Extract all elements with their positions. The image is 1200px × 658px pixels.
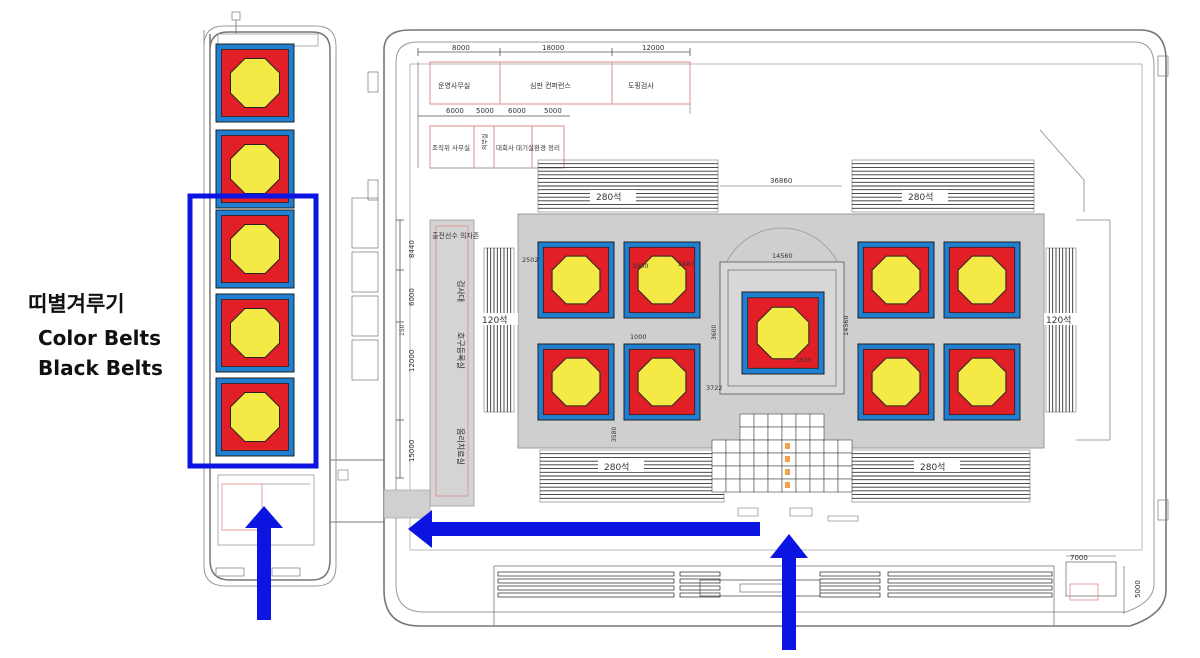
- dim-top-2: 18000: [542, 44, 564, 52]
- dim-right-bottom-1: 7000: [1070, 554, 1088, 562]
- room-inspection: 검사대: [456, 280, 466, 302]
- dimension-labels: 8000 18000 12000 6000 5000 6000 5000 368…: [399, 44, 1142, 598]
- flow-arrows: [245, 506, 808, 650]
- dim-left-2: 6000: [408, 288, 416, 306]
- room-org-office: 조직위 사무실: [432, 143, 470, 152]
- bottom-seating-block: [493, 555, 1125, 627]
- seats-top-right: 280석: [908, 192, 933, 203]
- front-entrance-grid: [711, 413, 859, 522]
- warmup-mat-4: [215, 293, 295, 373]
- room-doping-test: 도핑검사: [628, 81, 654, 90]
- corridor-arrow-head: [408, 510, 432, 548]
- room-medical: 의무실: [481, 133, 489, 150]
- main-hall-outline: [351, 29, 1169, 627]
- warmup-entry-arrow-head: [245, 506, 283, 528]
- seat-block-top-right: [851, 159, 1035, 213]
- seats-bottom-left: 280석: [604, 462, 629, 473]
- court-mat-2: [623, 241, 701, 319]
- seats-right: 120석: [1046, 315, 1071, 326]
- dim-court-1: 2502: [522, 256, 539, 264]
- right-guide-lines: [1039, 129, 1111, 441]
- seat-block-left: [483, 247, 515, 413]
- seats-bottom-right: 280석: [920, 462, 945, 473]
- main-entry-arrow-shaft: [782, 556, 796, 650]
- warmup-hall: [203, 11, 337, 587]
- room-ops-office: 운영사무실: [438, 81, 470, 90]
- court-mat-4: [623, 343, 701, 421]
- seating-labels: 280석 280석 280석 280석 120석 120석: [478, 190, 1080, 473]
- spectator-seating: [483, 159, 1077, 503]
- main-entry-arrow-head: [770, 534, 808, 558]
- seat-block-top-left: [537, 159, 719, 213]
- dim-second-3: 6000: [508, 107, 526, 115]
- dim-top-3: 12000: [642, 44, 664, 52]
- dim-center-mat: 14560: [772, 252, 793, 260]
- court-mat-3: [537, 343, 615, 421]
- dim-side-mid: 150: [399, 324, 406, 336]
- dim-center-width: 36860: [770, 177, 792, 185]
- dim-second-4: 5000: [544, 107, 562, 115]
- center-court-mat: [741, 291, 825, 375]
- legend-korean-label: 띠별겨루기: [28, 292, 125, 316]
- court-mat-7: [857, 343, 935, 421]
- main-mat-grid: [537, 241, 1021, 421]
- room-athlete-seating: 출전선수 의자존: [432, 231, 480, 240]
- dim-right-bottom-2: 5000: [1134, 580, 1142, 598]
- seats-top-left: 280석: [596, 192, 621, 203]
- belt-competition-highlight-box: [187, 193, 319, 469]
- connecting-corridor: [330, 459, 384, 523]
- legend-black-belts: Black Belts: [38, 356, 163, 380]
- dim-court-5: 3722: [706, 384, 723, 392]
- dim-top-1: 8000: [452, 44, 470, 52]
- room-cleanup: 환경 정리: [534, 143, 560, 152]
- dim-left-3: 12000: [408, 350, 416, 372]
- dim-court-3: 2487: [678, 260, 695, 268]
- seat-block-right: [1045, 247, 1077, 413]
- dim-center-mat-h: 14560: [842, 315, 850, 336]
- legend-color-belts: Color Belts: [38, 326, 161, 350]
- dim-court-7: 3600: [711, 325, 718, 340]
- room-referee-conference: 심판 컨퍼런스: [530, 81, 571, 90]
- court-mat-5: [857, 241, 935, 319]
- seat-block-bottom-left: [539, 449, 725, 503]
- dim-court-2: 3000: [632, 262, 649, 270]
- room-labels: 운영사무실 심판 컨퍼런스 도핑검사 조직위 사무실 의무실 대회사 대기실 환…: [432, 81, 654, 465]
- seats-left: 120석: [482, 315, 507, 326]
- court-mat-8: [943, 343, 1021, 421]
- seat-block-bottom-right: [851, 449, 1031, 503]
- dim-left-4: 15000: [408, 440, 416, 462]
- dim-left-1: 8440: [408, 240, 416, 258]
- dim-second-1: 6000: [446, 107, 464, 115]
- warmup-mat-3: [215, 209, 295, 289]
- athlete-corridor: [383, 219, 475, 519]
- corridor-arrow-shaft: [430, 522, 760, 536]
- dim-stage: 1630: [796, 357, 811, 364]
- court-mat-6: [943, 241, 1021, 319]
- court-mat-1: [537, 241, 615, 319]
- warmup-entry-arrow-shaft: [257, 526, 271, 620]
- top-offices: [417, 48, 691, 169]
- dim-court-6: 3580: [611, 427, 618, 442]
- room-protector-registration: 호구등록실: [456, 332, 466, 369]
- warmup-mat-column: [215, 43, 295, 457]
- warmup-mat-1: [215, 43, 295, 123]
- room-physio: 몸리치료실: [456, 428, 466, 465]
- room-waiting: 대회사 대기실: [496, 143, 534, 152]
- warmup-mat-5: [215, 377, 295, 457]
- dim-second-2: 5000: [476, 107, 494, 115]
- dim-court-4: 1000: [630, 333, 647, 341]
